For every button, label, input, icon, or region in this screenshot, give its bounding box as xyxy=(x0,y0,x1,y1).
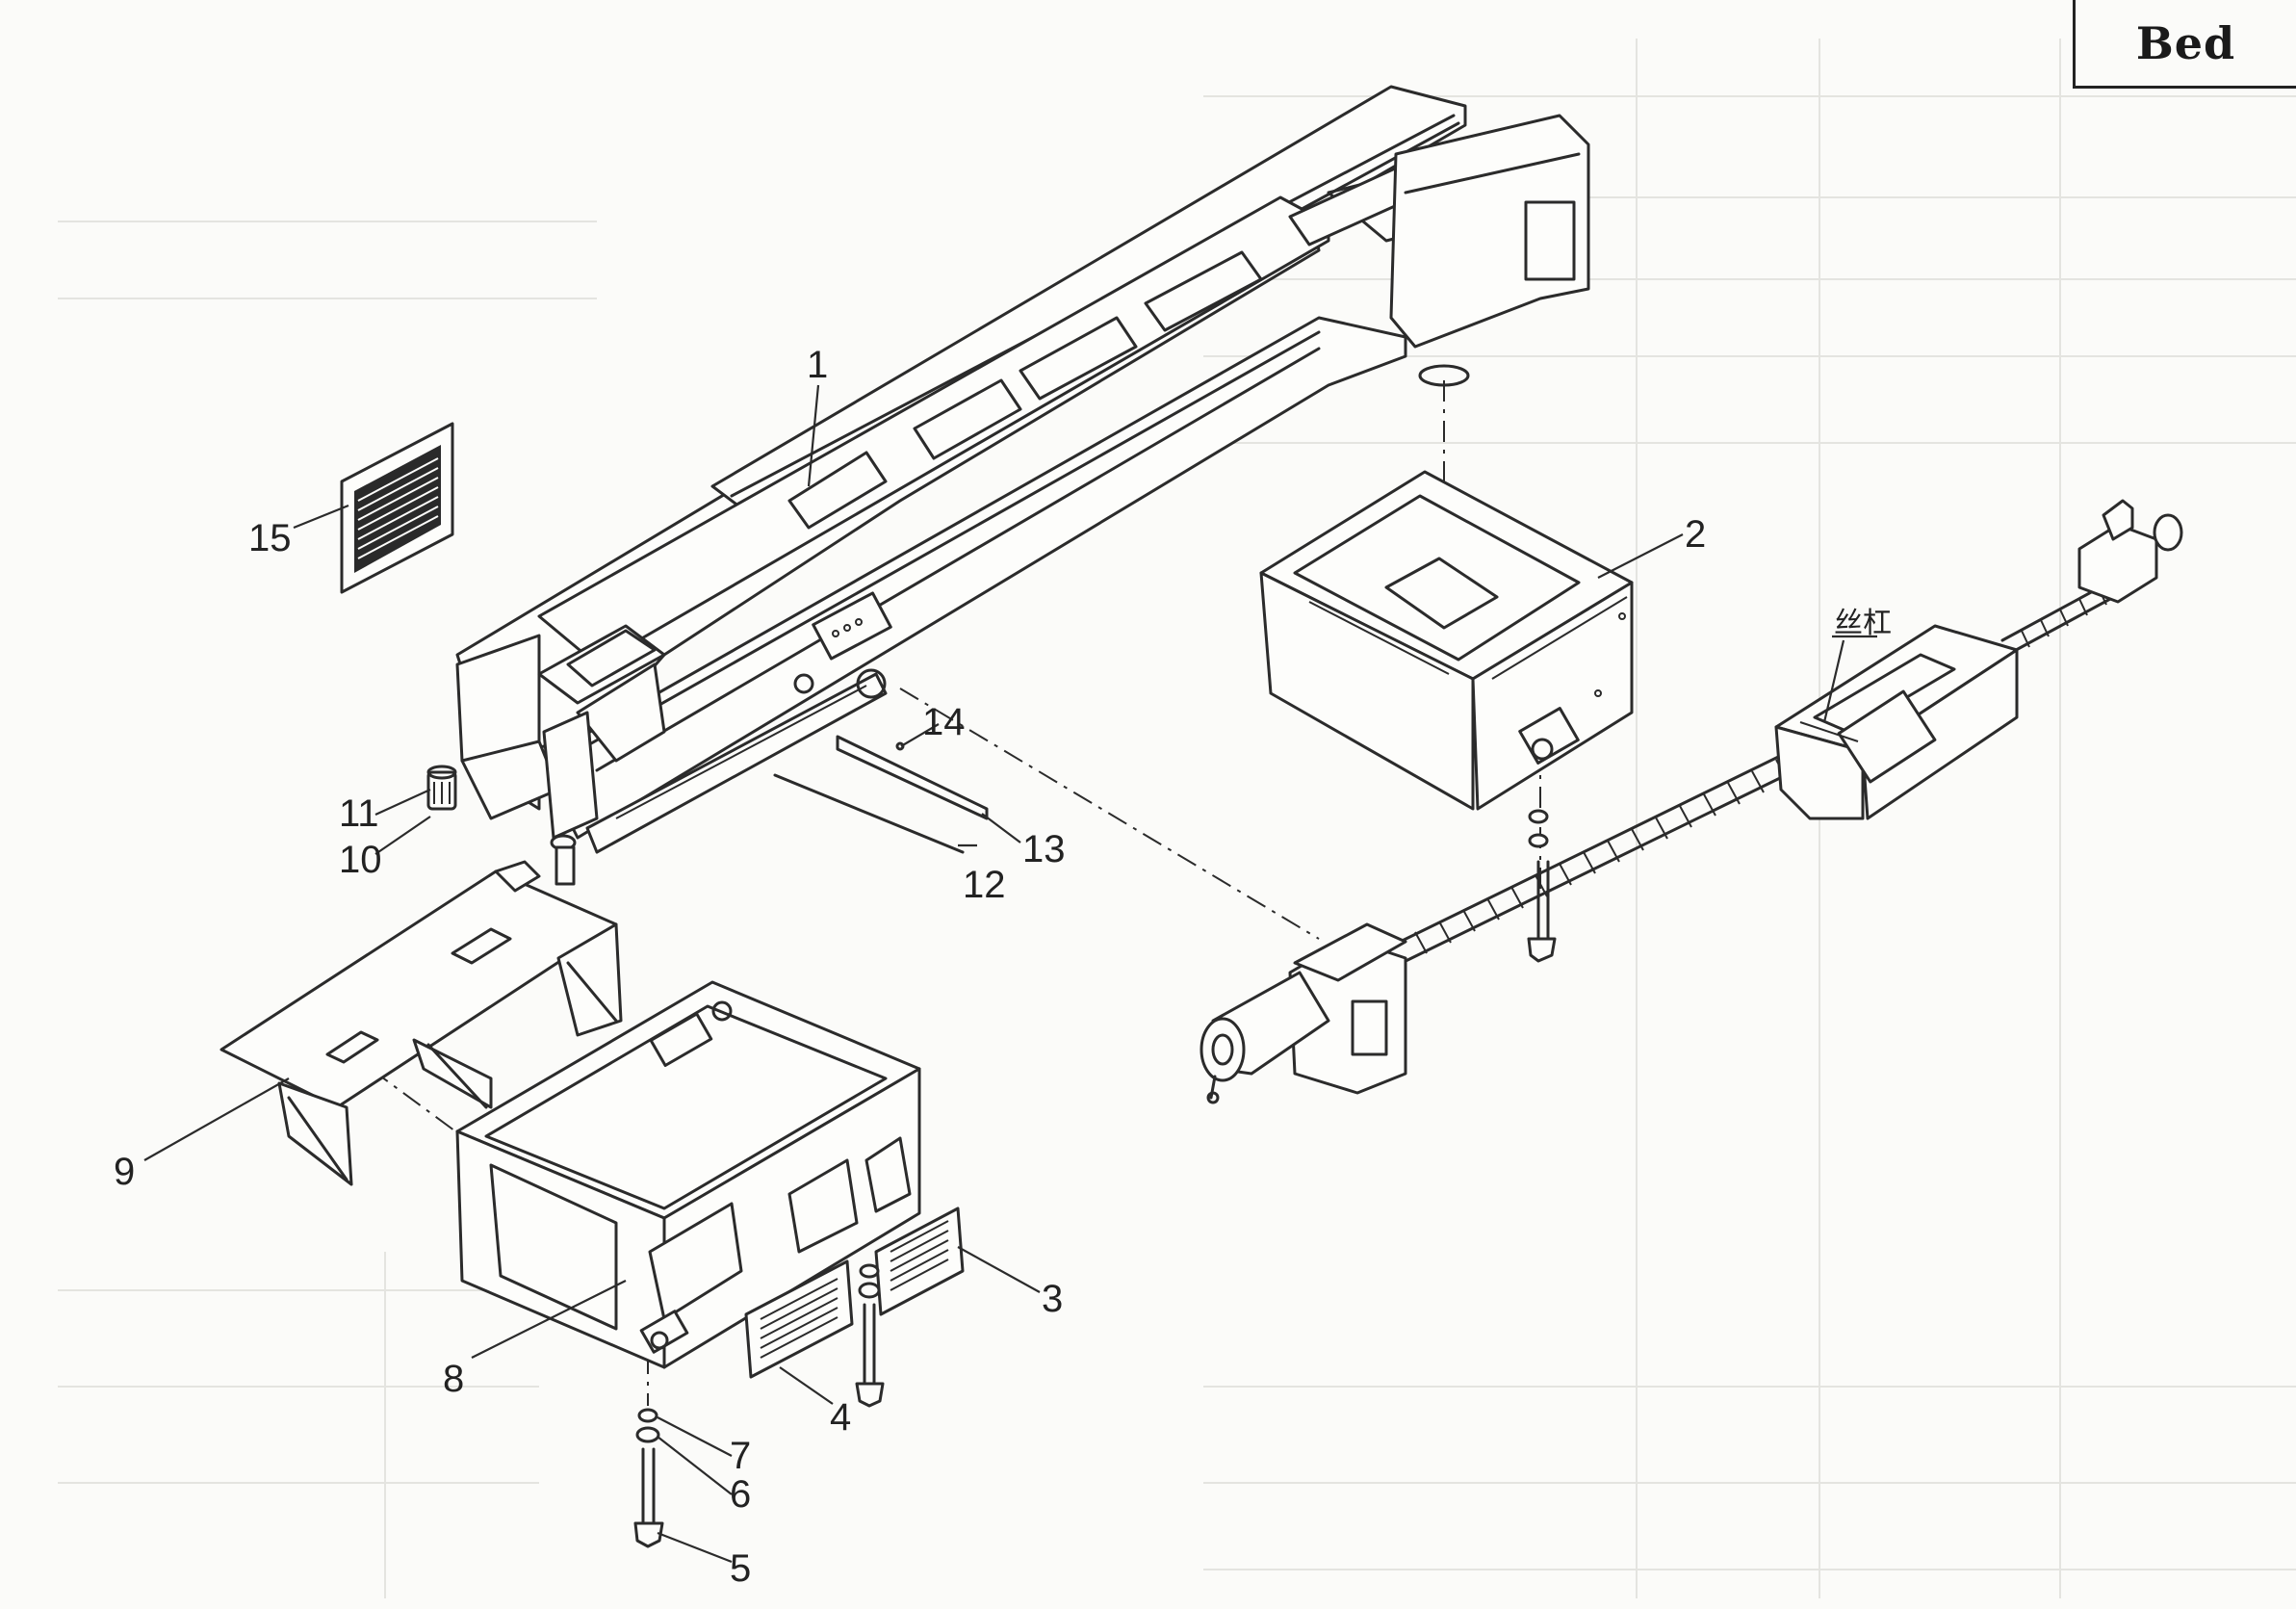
right-stand-cabinet xyxy=(1259,470,1634,811)
left-stand-cabinet xyxy=(455,980,921,1369)
part-label-15: 15 xyxy=(248,517,292,559)
ball-screw-label: 丝杠 xyxy=(1834,607,1892,640)
centerline-bed-to-motor xyxy=(899,688,1320,940)
part-label-3: 3 xyxy=(1042,1278,1063,1320)
vent-grille xyxy=(340,422,454,594)
part-label-1: 1 xyxy=(807,344,828,386)
title-box: Bed xyxy=(2073,0,2296,89)
part-label-10: 10 xyxy=(339,839,382,881)
rack-shaft-parts xyxy=(773,735,989,854)
bed-casting xyxy=(455,85,1590,854)
background-ghost-grid xyxy=(58,39,2296,1598)
page-title: Bed xyxy=(2135,16,2236,69)
leader-lines xyxy=(143,384,1877,1564)
part-label-5: 5 xyxy=(730,1547,751,1590)
centerline-left-stand xyxy=(370,1068,463,1137)
part-label-9: 9 xyxy=(114,1151,135,1193)
part-labels: 1 2 3 4 5 6 7 8 9 10 11 12 13 14 15 丝杠 xyxy=(114,344,1892,1590)
part-label-14: 14 xyxy=(922,701,966,743)
left-stand-bolts xyxy=(633,1263,885,1548)
part-label-13: 13 xyxy=(1022,828,1066,870)
part-label-4: 4 xyxy=(830,1396,851,1439)
part-label-12: 12 xyxy=(963,864,1006,906)
leveling-screw-assembly xyxy=(426,765,576,886)
part-label-8: 8 xyxy=(443,1358,464,1400)
part-label-6: 6 xyxy=(730,1473,751,1516)
ball-screw-assembly xyxy=(1200,499,2183,1104)
part-label-2: 2 xyxy=(1685,513,1706,556)
cover-plate xyxy=(219,860,623,1186)
right-stand-bolt xyxy=(1527,809,1557,963)
part-label-11: 11 xyxy=(339,792,379,835)
part-label-7: 7 xyxy=(730,1435,751,1477)
